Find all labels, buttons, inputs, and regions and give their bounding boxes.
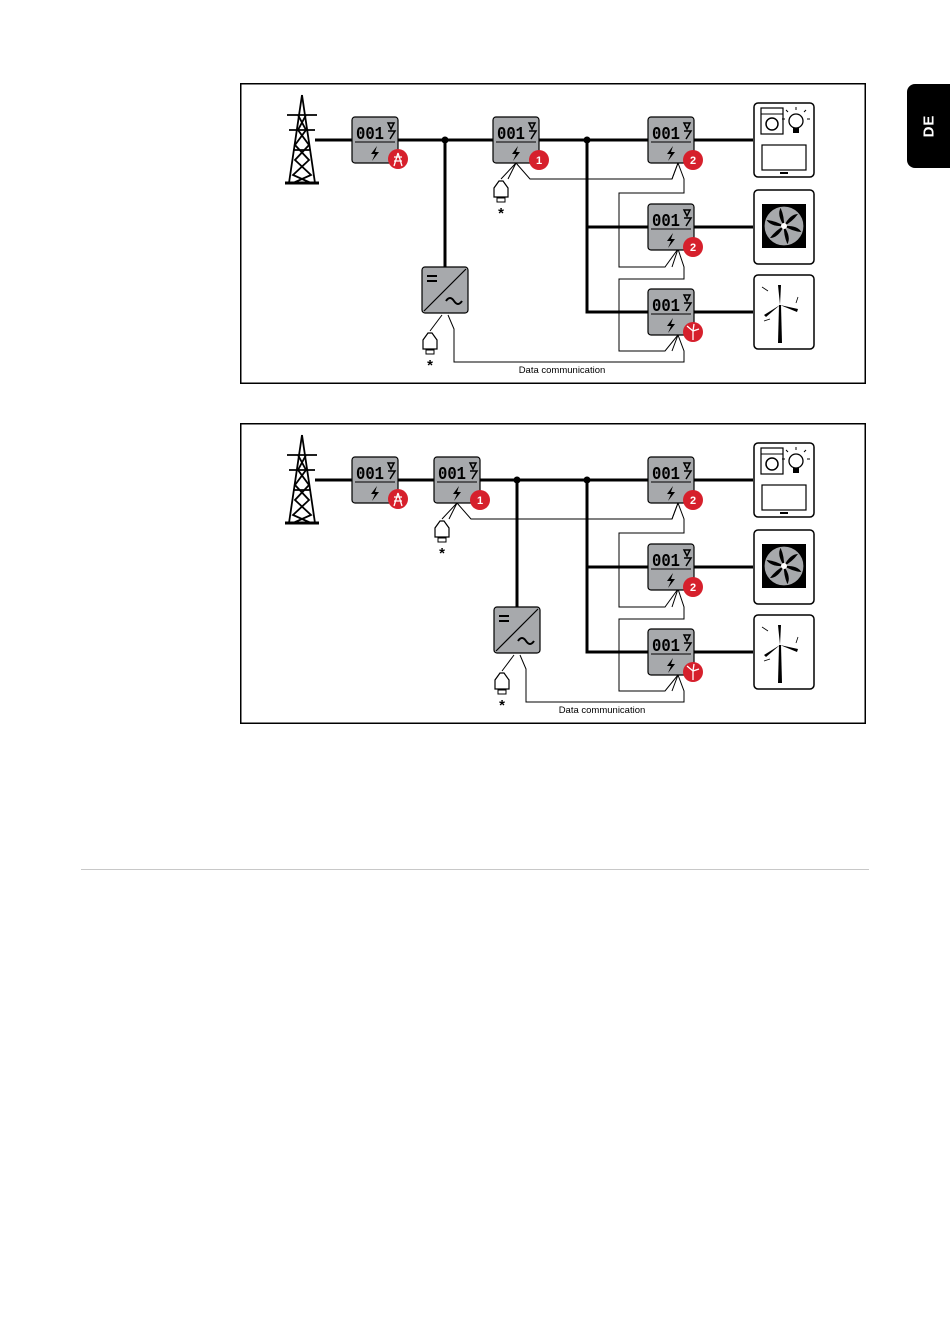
inverter-junction-dot xyxy=(442,137,449,144)
footnote-asterisk: * xyxy=(439,545,445,562)
heat-pump-fan-icon xyxy=(762,544,806,588)
footnote-asterisk: * xyxy=(498,205,504,222)
inverter-junction-dot xyxy=(514,477,521,484)
meter-marker-2a-label: 2 xyxy=(690,495,696,507)
meter-marker-2a-label: 2 xyxy=(690,155,696,167)
language-tab-de[interactable]: DE xyxy=(907,84,950,168)
washing-machine-icon xyxy=(761,108,783,134)
meter-marker-1: 1 xyxy=(529,150,549,170)
meter-marker-2b-label: 2 xyxy=(690,242,696,254)
meter-marker-2b-label: 2 xyxy=(690,582,696,594)
meter-marker-1: 1 xyxy=(470,490,490,510)
footnote-asterisk: * xyxy=(499,697,505,714)
junction-dot xyxy=(584,137,591,144)
television-icon xyxy=(762,485,806,513)
data-communication-label: Data communication xyxy=(559,705,646,716)
wind-generator-marker xyxy=(683,662,703,682)
wind-turbine-box xyxy=(754,615,814,689)
grid-feed-marker xyxy=(388,489,408,509)
meter-marker-2b: 2 xyxy=(683,237,703,257)
meter-marker-1-label: 1 xyxy=(536,155,542,167)
grid-feed-marker xyxy=(388,149,408,169)
television-icon xyxy=(762,145,806,173)
language-tab-label: DE xyxy=(920,115,937,138)
junction-dot xyxy=(584,477,591,484)
household-consumers-box xyxy=(754,103,814,177)
meter-marker-1-label: 1 xyxy=(477,495,483,507)
footnote-asterisk: * xyxy=(427,357,433,374)
meter-marker-2a: 2 xyxy=(683,150,703,170)
inverter-icon xyxy=(494,607,540,653)
wind-turbine-box xyxy=(754,275,814,349)
heat-pump-fan-icon xyxy=(762,204,806,248)
section-divider xyxy=(81,869,869,870)
heat-pump-box xyxy=(754,190,814,264)
wind-generator-marker xyxy=(683,322,703,342)
meter-marker-2a: 2 xyxy=(683,490,703,510)
household-consumers-box xyxy=(754,443,814,517)
data-communication-label: Data communication xyxy=(519,365,606,376)
meter-marker-2b: 2 xyxy=(683,577,703,597)
washing-machine-icon xyxy=(761,448,783,474)
inverter-icon xyxy=(422,267,468,313)
heat-pump-box xyxy=(754,530,814,604)
